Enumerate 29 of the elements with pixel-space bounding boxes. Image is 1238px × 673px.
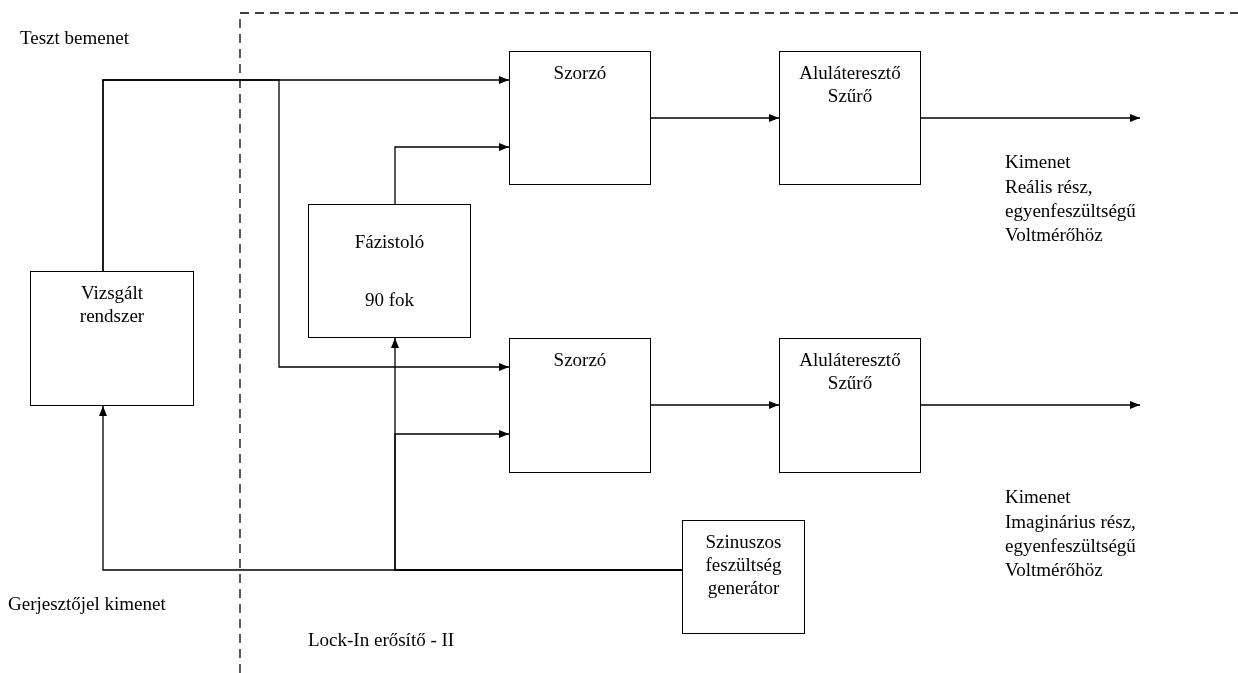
arrow bbox=[920, 114, 1141, 122]
label-text: Kimenet bbox=[1005, 485, 1072, 509]
label-text: Kimenet bbox=[1005, 150, 1072, 174]
multiplier-box bbox=[509, 338, 651, 473]
lowpass-filter-box bbox=[779, 338, 921, 473]
node-text: Aluláteresztő Szűrő bbox=[798, 62, 902, 108]
system-box bbox=[30, 271, 194, 406]
node-text: Szorzó bbox=[553, 62, 607, 85]
arrow bbox=[920, 401, 1141, 409]
label-text: Imaginárius rész, egyenfeszültségű Voltmérőhöz bbox=[1005, 510, 1137, 582]
arrow bbox=[650, 401, 780, 409]
lowpass-filter-box bbox=[779, 51, 921, 185]
arrow bbox=[394, 143, 510, 205]
node-text: Vizsgált rendszer bbox=[78, 282, 146, 328]
multiplier-box bbox=[509, 51, 651, 185]
generator-box bbox=[682, 520, 805, 634]
phase-shifter-box bbox=[308, 204, 471, 338]
label-text: Gerjesztőjel kimenet bbox=[8, 592, 167, 616]
label-text: Reális rész, egyenfeszültségű Voltmérőhöz bbox=[1005, 175, 1137, 247]
label-text: Lock-In erősítő - II bbox=[308, 628, 456, 652]
label-text: Teszt bemenet bbox=[20, 26, 130, 50]
node-text: Fázistoló bbox=[354, 230, 425, 254]
node-text: Szorzó bbox=[553, 349, 607, 372]
node-text: 90 fok bbox=[364, 288, 415, 312]
arrow bbox=[650, 114, 780, 122]
node-text: Aluláteresztő Szűrő bbox=[798, 349, 902, 395]
node-text: Szinuszos feszültség generátor bbox=[704, 531, 783, 600]
arrow bbox=[102, 79, 510, 371]
arrow bbox=[99, 405, 683, 571]
